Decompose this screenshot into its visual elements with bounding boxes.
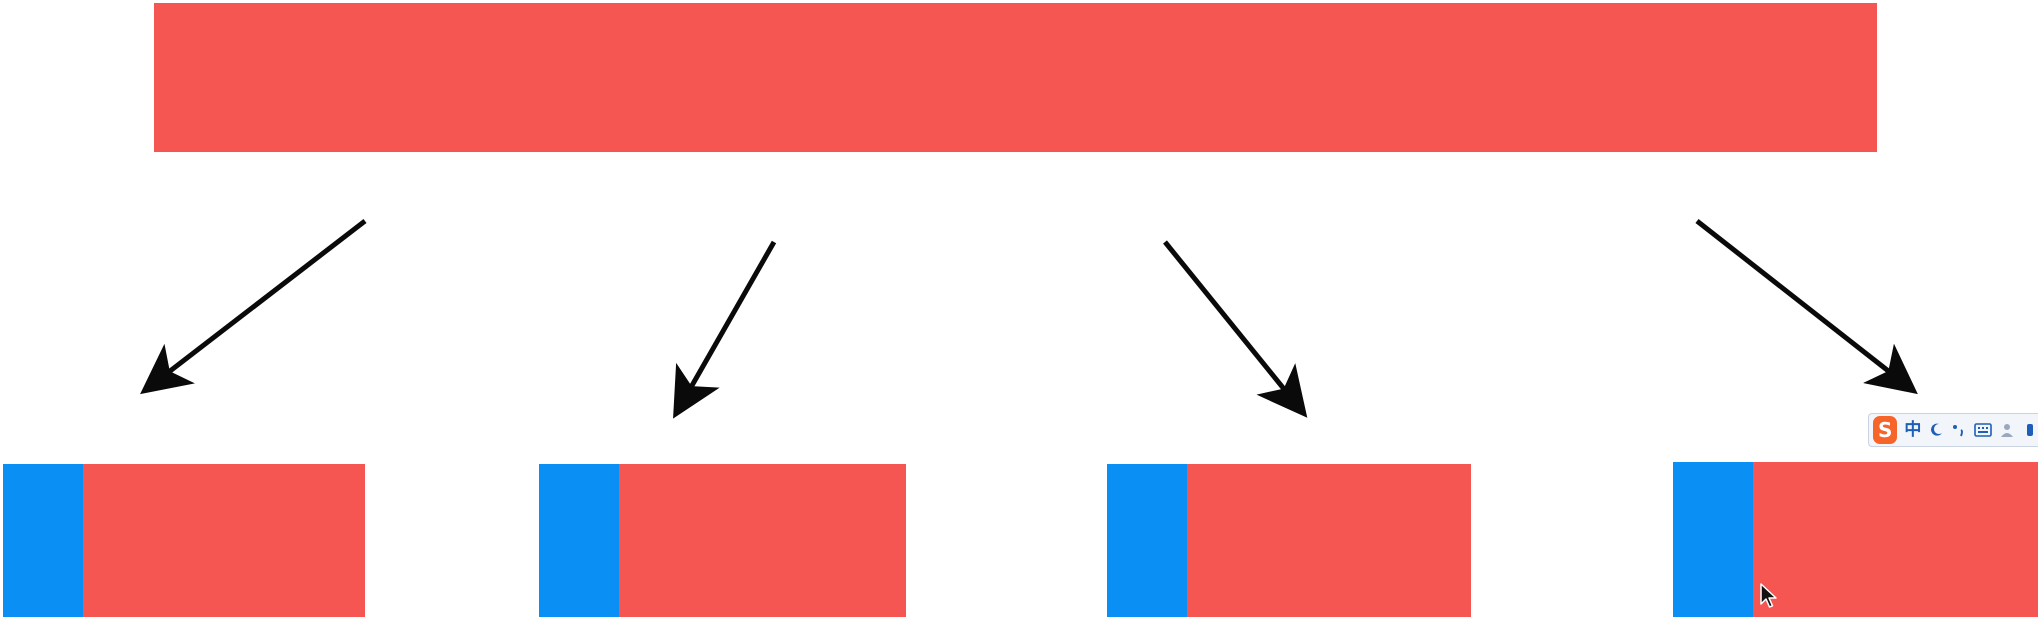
child-block-3: [1107, 464, 1471, 617]
child-block-2-body: [619, 464, 906, 617]
child-block-4-body: [1753, 462, 2038, 617]
parent-block: [154, 3, 1877, 152]
child-block-1-cap: [3, 464, 83, 617]
child-block-4: [1673, 462, 2038, 617]
ime-logo-icon[interactable]: S: [1873, 416, 1898, 444]
child-block-1-body: [83, 464, 365, 617]
child-block-3-body: [1187, 464, 1471, 617]
ime-toolbar[interactable]: S 中: [1868, 413, 2038, 447]
more-icon[interactable]: [2022, 421, 2038, 439]
mouse-pointer-icon: [1760, 583, 1777, 608]
arrow-to-child-3: [1163, 240, 1308, 418]
child-block-1: [3, 464, 365, 617]
arrow-to-child-4: [1695, 219, 1918, 395]
ime-mode-label[interactable]: 中: [1904, 419, 1922, 440]
moon-icon[interactable]: [1928, 421, 1944, 439]
punctuation-icon[interactable]: [1951, 421, 1967, 439]
arrow-to-child-1: [140, 219, 367, 395]
child-block-4-cap: [1673, 462, 1753, 617]
user-icon[interactable]: [1999, 421, 2015, 439]
child-block-2: [539, 464, 906, 617]
child-block-3-cap: [1107, 464, 1187, 617]
keyboard-icon[interactable]: [1974, 421, 1993, 439]
arrow-to-child-2: [673, 240, 777, 419]
child-block-2-cap: [539, 464, 619, 617]
